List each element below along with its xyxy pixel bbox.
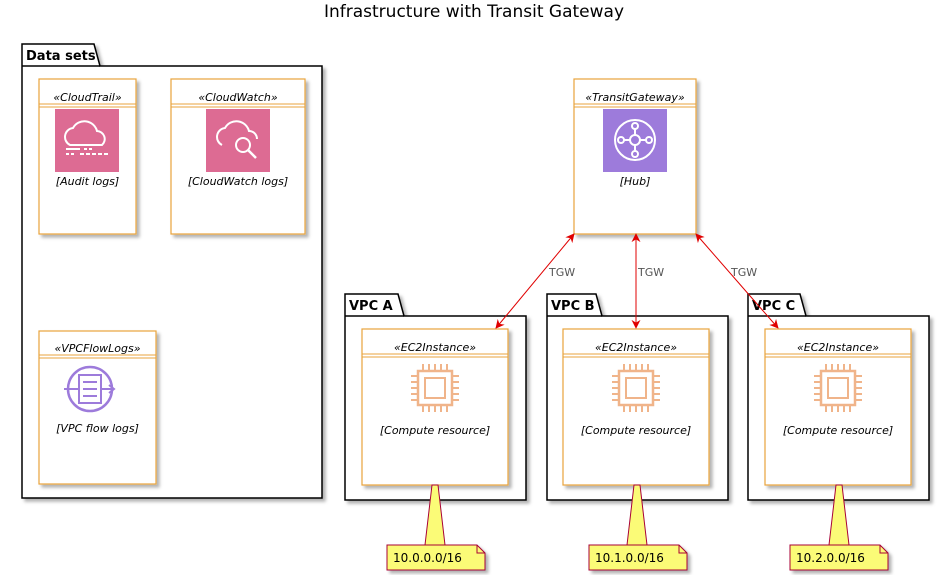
- edge-tgw-c: TGW: [695, 233, 779, 329]
- ec2-chip-icon: [612, 364, 660, 412]
- edge-tgw-b: TGW: [631, 233, 664, 329]
- cloudwatch-icon: [206, 109, 270, 172]
- cloudtrail-icon: [55, 109, 119, 172]
- desc-ec2-b: [Compute resource]: [581, 424, 691, 437]
- package-label-datasets: Data sets: [26, 49, 96, 64]
- component-ec2-b[interactable]: «EC2Instance» [Compute resource]: [562, 328, 710, 486]
- component-ec2-a[interactable]: «EC2Instance» [Compute resource]: [361, 328, 509, 486]
- vpc-flow-logs-icon: [64, 365, 116, 413]
- transit-gateway-icon: [603, 109, 667, 172]
- edge-label-a: TGW: [548, 266, 575, 279]
- desc-ec2-a: [Compute resource]: [380, 424, 490, 437]
- note-a: 10.0.0.0/16: [386, 484, 486, 571]
- desc-flowlogs: [VPC flow logs]: [56, 422, 139, 435]
- component-cloudtrail[interactable]: «CloudTrail» [Audit logs]: [38, 78, 137, 235]
- stereotype-cloudwatch: «CloudWatch»: [198, 91, 278, 104]
- note-text-b: 10.1.0.0/16: [595, 551, 664, 565]
- stereotype-ec2-a: «EC2Instance»: [394, 341, 476, 354]
- desc-cloudwatch: [CloudWatch logs]: [188, 175, 288, 188]
- stereotype-hub: «TransitGateway»: [585, 91, 685, 104]
- stereotype-ec2-c: «EC2Instance»: [797, 341, 879, 354]
- note-text-a: 10.0.0.0/16: [393, 551, 462, 565]
- component-ec2-c[interactable]: «EC2Instance» [Compute resource]: [764, 328, 912, 486]
- component-cloudwatch[interactable]: «CloudWatch» [CloudWatch logs]: [170, 78, 306, 235]
- desc-cloudtrail: [Audit logs]: [56, 175, 119, 188]
- ec2-chip-icon: [411, 364, 459, 412]
- package-label-vpc-a: VPC A: [349, 299, 393, 314]
- edge-label-b: TGW: [637, 266, 664, 279]
- desc-ec2-c: [Compute resource]: [783, 424, 893, 437]
- package-label-vpc-b: VPC B: [551, 299, 595, 314]
- note-b: 10.1.0.0/16: [588, 484, 688, 571]
- diagram-title: Infrastructure with Transit Gateway: [323, 2, 624, 22]
- edge-label-c: TGW: [730, 266, 757, 279]
- component-flowlogs[interactable]: «VPCFlowLogs» [VPC flow logs]: [38, 330, 157, 485]
- component-hub[interactable]: «TransitGateway» [Hub]: [573, 78, 697, 235]
- desc-hub: [Hub]: [620, 175, 651, 188]
- stereotype-ec2-b: «EC2Instance»: [595, 341, 677, 354]
- stereotype-flowlogs: «VPCFlowLogs»: [54, 342, 140, 355]
- note-text-c: 10.2.0.0/16: [796, 551, 865, 565]
- edge-tgw-a: TGW: [495, 233, 575, 329]
- note-c: 10.2.0.0/16: [789, 484, 889, 571]
- ec2-chip-icon: [814, 364, 862, 412]
- stereotype-cloudtrail: «CloudTrail»: [53, 91, 121, 104]
- package-label-vpc-c: VPC C: [752, 299, 795, 314]
